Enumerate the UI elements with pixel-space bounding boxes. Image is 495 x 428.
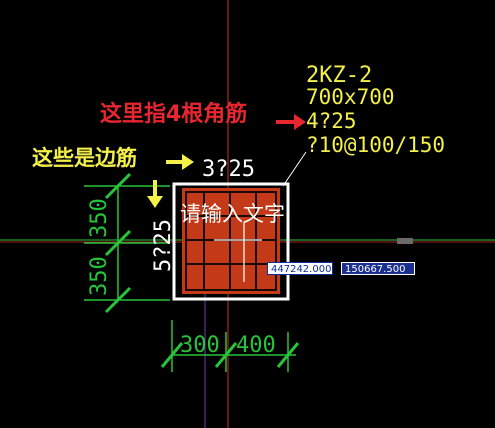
edge-bars-annotation: 这些是边筋 bbox=[32, 146, 137, 170]
corner-bars-label: 4?25 bbox=[306, 109, 357, 133]
dimension-bottom-right: 400 bbox=[236, 333, 276, 358]
red-arrow-icon bbox=[276, 114, 306, 130]
dimension-left bbox=[84, 172, 170, 314]
text-input-prompt[interactable]: 请输入文字 bbox=[180, 202, 285, 226]
stirrup-label: ?10@100/150 bbox=[306, 133, 445, 157]
column-section-outline bbox=[172, 182, 290, 301]
yellow-arrow-down-icon bbox=[147, 180, 163, 208]
section-size-label: 700x700 bbox=[306, 85, 395, 109]
coordinate-y-input[interactable]: 150667.500 bbox=[341, 262, 415, 275]
top-bars-label: 3?25 bbox=[202, 157, 255, 182]
side-bars-label: 5?25 bbox=[151, 219, 176, 272]
rebar-lines bbox=[214, 222, 262, 282]
dimension-bottom-left: 300 bbox=[180, 333, 220, 358]
dimension-left-lower: 350 bbox=[87, 256, 112, 296]
yellow-arrow-right-icon bbox=[166, 154, 194, 170]
coordinate-x-input[interactable]: 447242.000 bbox=[267, 262, 333, 275]
dimension-left-upper: 350 bbox=[87, 198, 112, 238]
dimension-bottom bbox=[160, 320, 300, 372]
leader-line bbox=[282, 151, 307, 187]
cursor-marker bbox=[397, 238, 413, 244]
stirrup-grid bbox=[185, 191, 277, 291]
column-name-label: 2KZ-2 bbox=[306, 63, 372, 88]
corner-bars-annotation: 这里指4根角筋 bbox=[100, 102, 248, 127]
